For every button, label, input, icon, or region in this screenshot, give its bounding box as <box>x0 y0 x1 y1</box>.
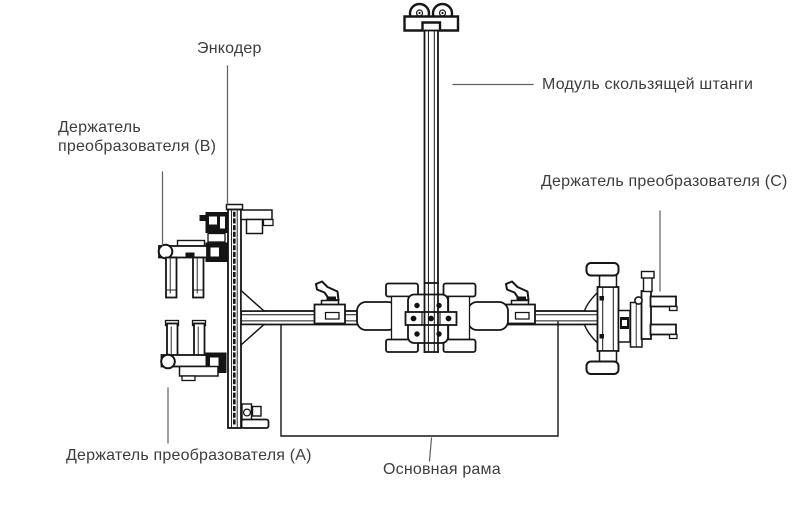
label-holder-b: Держатель преобразователя (B) <box>58 118 216 156</box>
right-guide-rail <box>583 262 620 375</box>
label-holder-b-line1: Держатель <box>58 119 141 136</box>
rail-foot <box>240 403 270 429</box>
right-gusset-bottom <box>583 323 599 345</box>
right-gusset-top <box>583 290 599 312</box>
holder-a-knob <box>160 353 176 370</box>
holder-c-prong-bottom <box>649 323 677 336</box>
right-roller-bottom <box>585 360 620 375</box>
transducer-holder-b <box>157 239 228 299</box>
holder-c-prong-top <box>649 295 677 308</box>
label-holder-a: Держатель преобразователя (A) <box>66 447 312 464</box>
beam-clamp-right <box>503 280 536 325</box>
label-encoder: Энкодер <box>197 40 262 57</box>
holder-c-knob <box>634 296 643 305</box>
beam-clamp-left <box>313 280 346 325</box>
transducer-holder-c <box>617 270 678 348</box>
label-holder-c: Держатель преобразователя (C) <box>541 173 788 190</box>
label-sliding-rod-module: Модуль скользящей штанги <box>542 76 754 93</box>
main-frame-bracket <box>280 321 559 437</box>
holder-b-knob <box>157 243 174 260</box>
holder-b-prong-right <box>192 256 205 299</box>
label-holder-b-line2: преобразователя (B) <box>58 138 217 155</box>
leader-main-frame <box>428 437 433 462</box>
right-roller-top <box>585 262 620 277</box>
carriage-bumper-right <box>467 301 509 331</box>
transducer-holder-a <box>160 319 227 382</box>
rod-shaft <box>423 29 439 284</box>
rail-top-bracket <box>240 209 274 235</box>
encoder-rail <box>199 203 274 429</box>
sliding-rod-module <box>403 2 460 284</box>
holder-b-prong-left <box>165 256 178 299</box>
label-main-frame: Основная рама <box>383 461 501 478</box>
rail-gusset-bottom <box>240 323 266 347</box>
rail-gusset-top <box>240 288 266 312</box>
leader-lines <box>161 65 661 462</box>
rod-top-trolley <box>403 2 460 32</box>
encoder-head <box>199 212 228 243</box>
center-carriage <box>356 282 509 353</box>
